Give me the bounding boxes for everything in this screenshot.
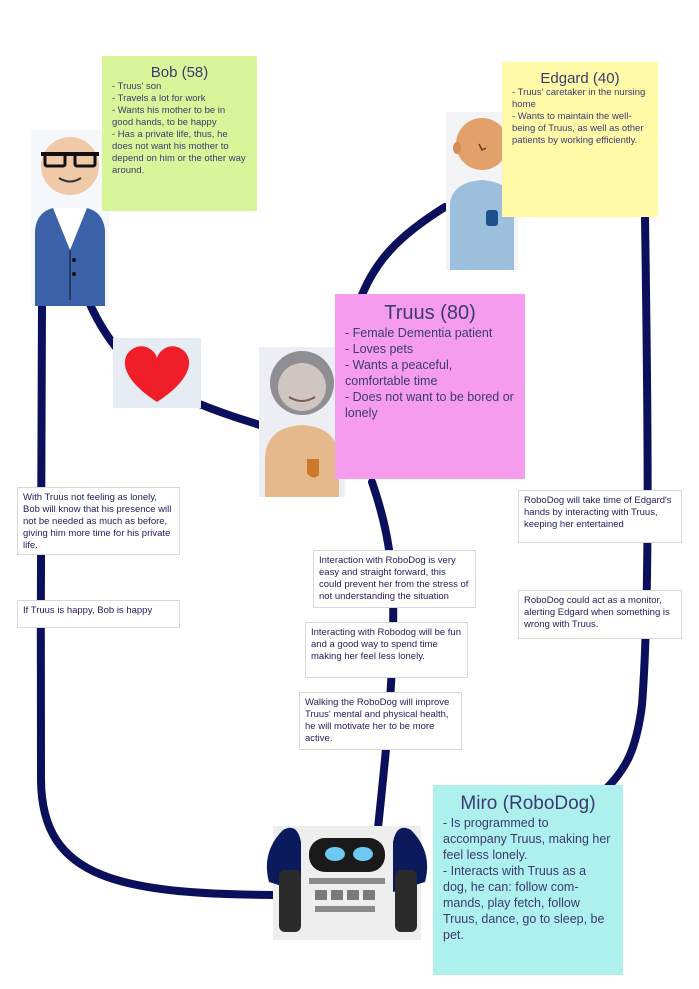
truus-figure — [259, 347, 345, 497]
truus-item: - Female Dementia patient — [345, 326, 493, 340]
bob-persona-note: Bob (58) - Truus' son - Travels a lot fo… — [102, 56, 257, 211]
bob-item: - Travels a lot for work — [112, 93, 206, 104]
bob-item: - Wants his mother to be in good hands, … — [112, 105, 226, 128]
truus-title: Truus (80) — [384, 302, 476, 324]
note-truus-easy: Interaction with RoboDog is very easy an… — [313, 550, 476, 608]
edgard-item: - Truus' caretaker in the nursing home — [512, 87, 646, 110]
note-truus-fun: Interacting with Robodog will be fun and… — [305, 622, 468, 678]
truus-item: - Wants a peaceful, comfortable time — [345, 358, 453, 388]
heart-icon — [113, 338, 201, 408]
note-truus-walk: Walking the RoboDog will improve Truus' … — [299, 692, 462, 750]
truus-items: - Female Dementia patient - Loves pets -… — [345, 325, 515, 421]
miro-item: - Is programmed to accompany Truus, maki… — [443, 816, 611, 862]
bob-item: - Truus' son — [112, 81, 162, 92]
note-bob-happy: If Truus is happy, Bob is happy — [17, 600, 180, 628]
note-edgard-monitor: RoboDog could act as a monitor, alerting… — [518, 590, 682, 639]
miro-item: - Interacts with Truus as a dog, he can:… — [443, 864, 605, 942]
truus-item: - Loves pets — [345, 342, 414, 356]
edgard-persona-note: Edgard (40) - Truus' caretaker in the nu… — [502, 62, 658, 217]
edgard-to-truus-line — [356, 203, 449, 304]
bob-item: - Has a private life, thus, he does not … — [112, 129, 246, 176]
note-bob-lonely: With Truus not feeling as lonely, Bob wi… — [17, 487, 180, 555]
truus-persona-note: Truus (80) - Female Dementia patient - L… — [335, 294, 525, 479]
bob-figure — [31, 130, 109, 306]
edgard-title: Edgard (40) — [540, 70, 620, 87]
miro-title: Miro (RoboDog) — [460, 793, 596, 814]
miro-items: - Is programmed to accompany Truus, maki… — [443, 815, 613, 943]
truus-item: - Does not want to be bored or lonely — [345, 390, 514, 420]
robodog-figure — [266, 826, 428, 940]
bob-to-robodog-line — [36, 296, 294, 899]
miro-persona-note: Miro (RoboDog) - Is programmed to accomp… — [433, 785, 623, 975]
bob-title: Bob (58) — [150, 64, 209, 81]
edgard-item: - Wants to maintain the well-being of Tr… — [512, 111, 644, 146]
note-edgard-time: RoboDog will take time of Edgard's hands… — [518, 490, 682, 543]
edgard-items: - Truus' caretaker in the nursing home -… — [512, 87, 648, 147]
bob-items: - Truus' son - Travels a lot for work - … — [112, 81, 247, 177]
